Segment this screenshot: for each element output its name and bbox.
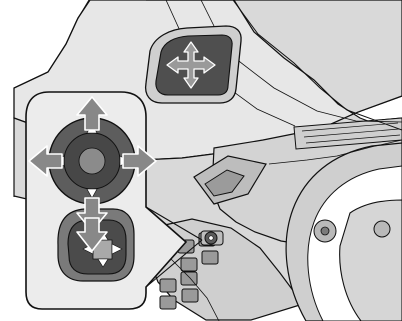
mirror-icon [146, 26, 241, 103]
door-mirror-control [201, 231, 223, 245]
